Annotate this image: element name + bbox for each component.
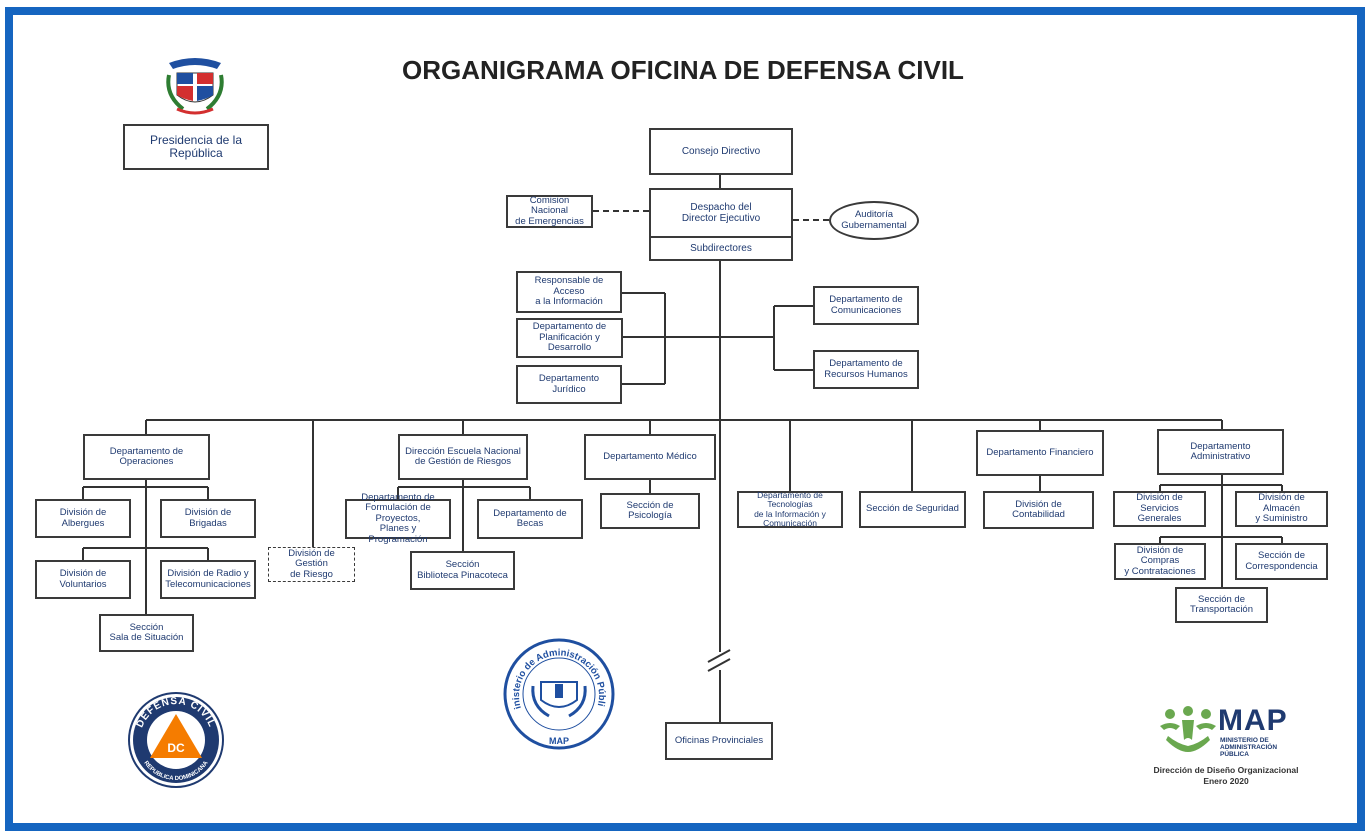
servicios-generales-box: División de Servicios Generales <box>1113 491 1206 527</box>
defensa-civil-logo: DC DEFENSA CIVIL REPUBLICA DOMINICANA <box>128 692 224 788</box>
map-people-icon <box>1160 706 1216 752</box>
subdirectores-box: Subdirectores <box>649 236 793 261</box>
biblioteca-box: Sección Biblioteca Pinacoteca <box>410 551 515 590</box>
seal-bottom-text: MAP <box>549 736 569 746</box>
acceso-informacion-box: Responsable de Acceso a la Información <box>516 271 622 313</box>
escuela-nacional-box: Dirección Escuela Nacional de Gestión de… <box>398 434 528 480</box>
auditoria-ellipse: Auditoría Gubernamental <box>829 201 919 240</box>
gestion-riesgo-box: División de Gestión de Riesgo <box>268 547 355 582</box>
financiero-box: Departamento Financiero <box>976 430 1104 476</box>
footer-line2: Enero 2020 <box>1203 776 1249 786</box>
formulacion-proyectos-box: Departamento de Formulación de Proyectos… <box>345 492 451 544</box>
footer-line1: Dirección de Diseño Organizacional <box>1153 765 1299 775</box>
almacen-box: División de Almacén y Suministro <box>1235 491 1328 527</box>
coat-of-arms-icon <box>166 58 224 115</box>
compras-box: División de Compras y Contrataciones <box>1114 543 1206 580</box>
page-title: ORGANIGRAMA OFICINA DE DEFENSA CIVIL <box>402 55 964 85</box>
operaciones-box: Departamento de Operaciones <box>83 434 210 480</box>
seguridad-box: Sección de Seguridad <box>859 491 966 528</box>
dc-initials: DC <box>167 741 185 755</box>
comision-emergencias-box: Comision Nacional de Emergencias <box>506 195 593 228</box>
juridico-box: Departamento Jurídico <box>516 365 622 404</box>
voluntarios-box: División de Voluntarios <box>35 560 131 599</box>
map-seal-logo: Ministerio de Administración Pública MAP <box>503 638 615 750</box>
albergues-box: División de Albergues <box>35 499 131 538</box>
medico-box: Departamento Médico <box>584 434 716 480</box>
map-brand-subtitle: MINISTERIO DE ADMINISTRACIÓN PÚBLICA <box>1220 737 1278 758</box>
administrativo-box: Departamento Administrativo <box>1157 429 1284 475</box>
tecnologias-box: Departamento de Tecnologías de la Inform… <box>737 490 843 528</box>
transportacion-box: Sección de Transportación <box>1175 587 1268 623</box>
consejo-directivo-box: Consejo Directivo <box>649 128 793 175</box>
becas-box: Departamento de Becas <box>477 499 583 539</box>
psicologia-box: Sección de Psicología <box>600 493 700 529</box>
despacho-director-box: Despacho del Director Ejecutivo <box>649 188 793 238</box>
planificacion-box: Departamento de Planificación y Desarrol… <box>516 318 623 358</box>
presidencia-box: Presidencia de la República <box>123 124 269 170</box>
map-brand-text: MAP <box>1218 704 1288 737</box>
comunicaciones-box: Departamento de Comunicaciones <box>813 286 919 325</box>
oficinas-provinciales-box: Oficinas Provinciales <box>665 722 773 760</box>
recursos-humanos-box: Departamento de Recursos Humanos <box>813 350 919 389</box>
contabilidad-box: División de Contabilidad <box>983 491 1094 529</box>
sala-situacion-box: Sección Sala de Situación <box>99 614 194 652</box>
brigadas-box: División de Brigadas <box>160 499 256 538</box>
correspondencia-box: Sección de Correspondencia <box>1235 543 1328 580</box>
radio-telecom-box: División de Radio y Telecomunicaciones <box>160 560 256 599</box>
